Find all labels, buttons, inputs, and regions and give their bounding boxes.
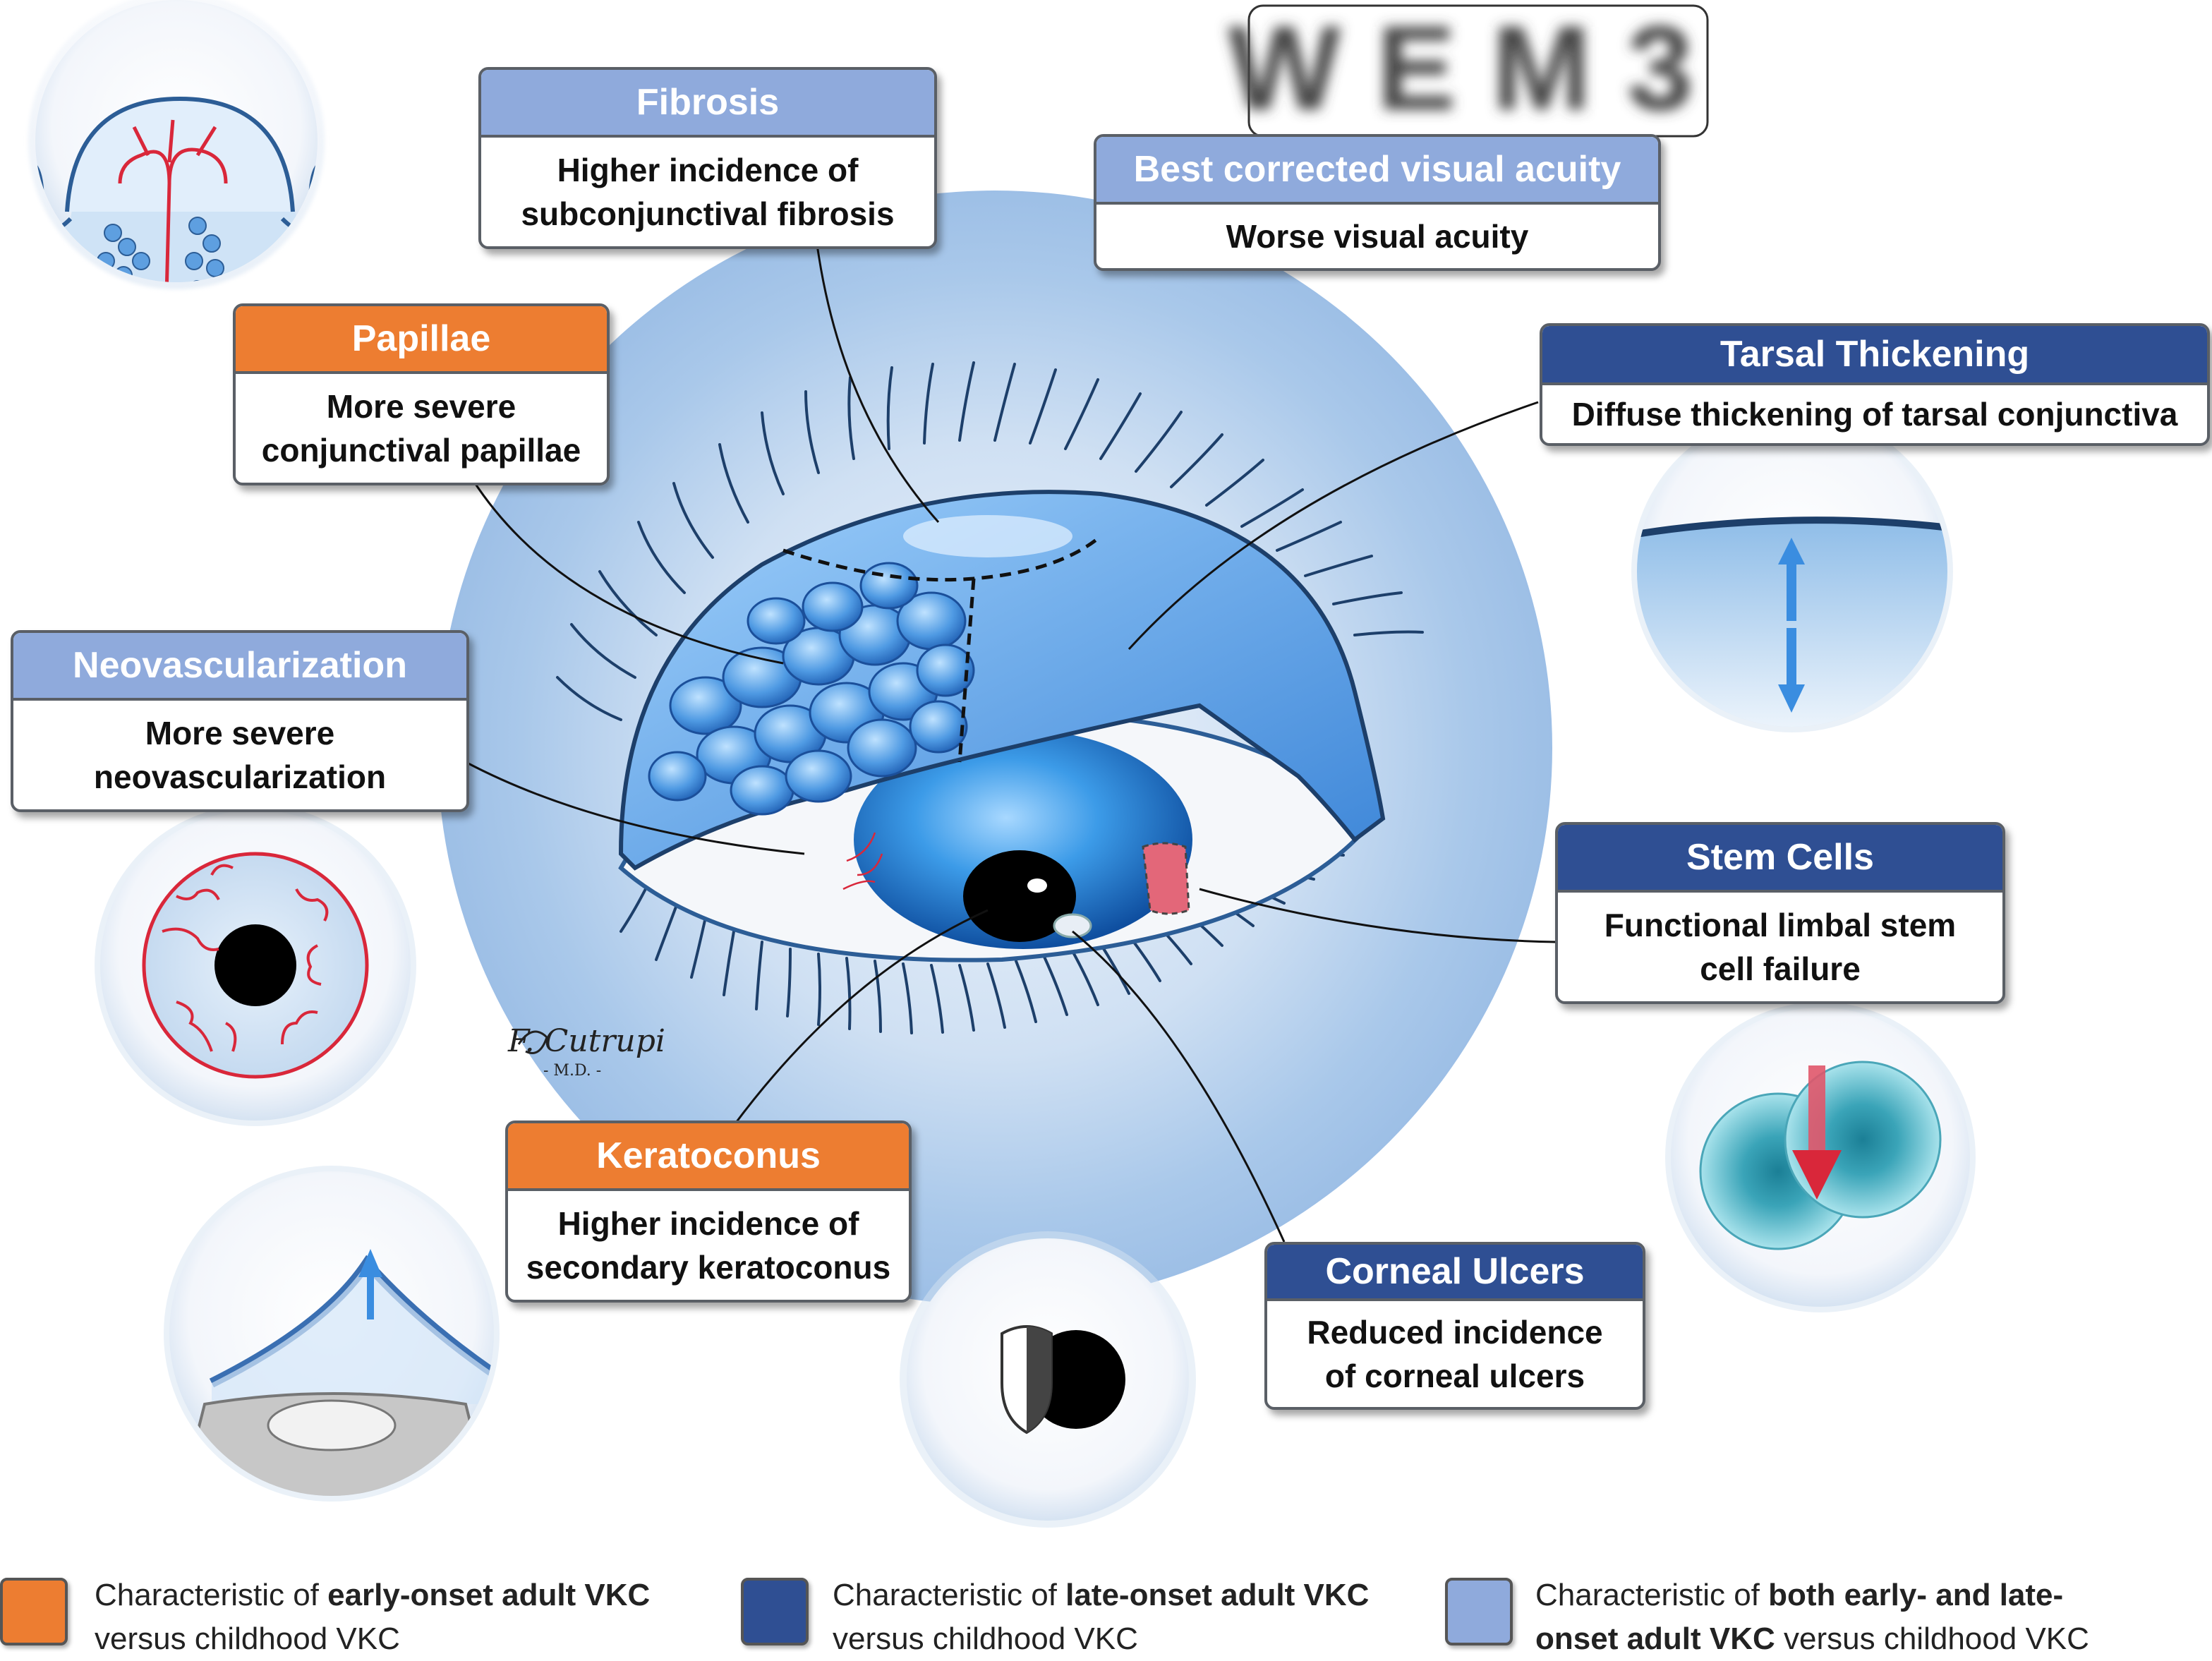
legend-item-early: Characteristic of early-onset adult VKC … (95, 1574, 730, 1661)
fibrosis-box: Fibrosis Higher incidence of subconjunct… (478, 67, 937, 249)
legend-late-line2: versus childhood VKC (833, 1621, 1138, 1656)
ulcer-detail-circle (900, 1231, 1196, 1528)
keratoconus-text-line2: secondary keratoconus (526, 1249, 891, 1286)
neovasc-title: Neovascularization (13, 633, 466, 701)
iris (854, 730, 1192, 949)
legend-both-line2: versus childhood VKC (1775, 1621, 2089, 1656)
signature (517, 1030, 548, 1054)
legend-swatch-late (741, 1578, 809, 1645)
legend-late-bold: late-onset adult VKC (1065, 1578, 1370, 1612)
legend-both-prefix: Characteristic of (1535, 1578, 1769, 1612)
legend-item-late: Characteristic of late-onset adult VKC v… (833, 1574, 1468, 1661)
papillae-text-line1: More severe (326, 388, 516, 425)
legend-swatch-early (0, 1578, 68, 1645)
legend-both-bold: both early- and late- (1768, 1578, 2064, 1612)
ulcers-box: Corneal Ulcers Reduced incidence of corn… (1264, 1242, 1645, 1410)
eye-drawing (556, 361, 1424, 1034)
keratoconus-text-line1: Higher incidence of (557, 1205, 859, 1242)
papillae-detail-circle (28, 0, 325, 289)
ulcers-text-line2: of corneal ulcers (1324, 1358, 1585, 1394)
stem-cells-detail-circle (1665, 1002, 1976, 1312)
papillae-title: Papillae (236, 306, 607, 374)
snellen-chart: WEM3 (1228, 1, 1729, 138)
bcva-title: Best corrected visual acuity (1096, 137, 1658, 205)
legend-early-line2: versus childhood VKC (95, 1621, 400, 1656)
fibrosis-text-line1: Higher incidence of (557, 152, 859, 188)
tarsal-title: Tarsal Thickening (1542, 326, 2207, 385)
fibrosis-text-line2: subconjunctival fibrosis (521, 195, 895, 232)
legend-late-prefix: Characteristic of (833, 1578, 1066, 1612)
pupil (963, 850, 1076, 942)
bcva-text-line1: Worse visual acuity (1226, 218, 1529, 255)
tarsal-detail-circle (1631, 411, 1953, 732)
signature-name: F. Cutrupi (508, 1023, 665, 1059)
papillae-text-line2: conjunctival papillae (261, 432, 581, 469)
ulcers-title: Corneal Ulcers (1267, 1245, 1643, 1301)
papillae-box: Papillae More severe conjunctival papill… (233, 303, 610, 485)
leader-lines (465, 190, 1557, 1243)
legend-both-line2-bold: onset adult VKC (1535, 1621, 1775, 1656)
ulcers-text-line1: Reduced incidence (1307, 1314, 1603, 1351)
legend-early-prefix: Characteristic of (95, 1578, 328, 1612)
legend-swatch-both (1445, 1578, 1513, 1645)
tarsal-text-line1: Diffuse thickening of tarsal conjunctiva (1571, 396, 2178, 433)
stem-cells-title: Stem Cells (1558, 825, 2002, 893)
keratoconus-detail-circle (164, 1166, 500, 1502)
blurred-letters: WEM3 (1228, 1, 1729, 135)
stem-cells-text-line1: Functional limbal stem (1604, 907, 1957, 943)
neovasc-detail-circle (95, 804, 416, 1126)
signature-suffix: - M.D. - (543, 1062, 602, 1080)
bcva-box: Best corrected visual acuity Worse visua… (1094, 134, 1661, 271)
keratoconus-title: Keratoconus (508, 1123, 909, 1191)
stem-cells-box: Stem Cells Functional limbal stem cell f… (1555, 822, 2005, 1004)
neovasc-box: Neovascularization More severe neovascul… (11, 630, 469, 812)
stem-cells-text-line2: cell failure (1700, 950, 1861, 987)
keratoconus-box: Keratoconus Higher incidence of secondar… (505, 1121, 912, 1303)
legend-early-bold: early-onset adult VKC (327, 1578, 651, 1612)
fibrosis-title: Fibrosis (481, 70, 934, 138)
neovasc-text-line1: More severe (145, 715, 335, 751)
tarsal-box: Tarsal Thickening Diffuse thickening of … (1540, 323, 2210, 446)
legend-item-both: Characteristic of both early- and late- … (1535, 1574, 2212, 1661)
neovasc-text-line2: neovascularization (93, 759, 387, 795)
